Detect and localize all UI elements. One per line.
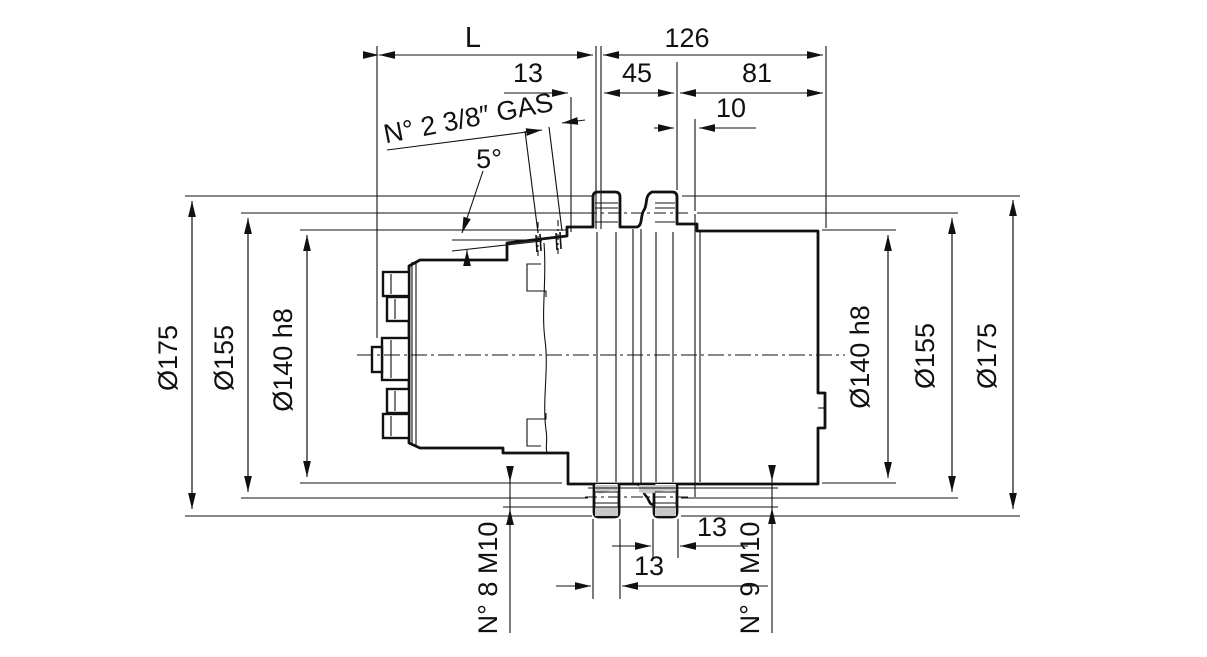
left-face-bosses [370, 270, 411, 440]
dim-label-L: L [465, 22, 481, 54]
dim-label-d140-right: Ø140 h8 [845, 305, 875, 409]
centerlines [357, 212, 845, 498]
dim-line-gas [386, 128, 543, 151]
dimension-labels: L 126 13 45 81 10 N° 2 3/8″ GAS 5° Ø175 … [153, 22, 1002, 634]
dim-label-126: 126 [664, 23, 709, 53]
dim-label-d140-left: Ø140 h8 [268, 308, 298, 412]
part-geometry [357, 190, 845, 519]
leader-5deg [461, 170, 484, 234]
dim-label-81: 81 [742, 58, 772, 88]
dimension-lines [188, 51, 1017, 590]
left-face-inner-lines [390, 262, 417, 446]
dim-label-d175-right: Ø175 [972, 323, 1002, 389]
dim-label-13-bottom-right: 13 [697, 512, 727, 542]
dim-label-d175-left: Ø175 [153, 325, 183, 391]
dim-label-d155-left: Ø155 [209, 325, 239, 391]
dim-label-n8-m10: N° 8 M10 [473, 522, 503, 635]
section-fill [595, 485, 676, 516]
dim-label-45: 45 [622, 58, 652, 88]
dim-label-13-bottom-left: 13 [634, 551, 664, 581]
dim-label-10: 10 [716, 93, 746, 123]
part-outline [407, 190, 827, 486]
dim-label-n9-m10: N° 9 M10 [735, 522, 765, 635]
dim-label-d155-right: Ø155 [910, 323, 940, 389]
callout-taper-angle: 5° [476, 144, 502, 174]
extension-lines [185, 46, 1020, 633]
bottom-flange-tabs [592, 482, 679, 519]
dim-label-13-top: 13 [513, 58, 543, 88]
